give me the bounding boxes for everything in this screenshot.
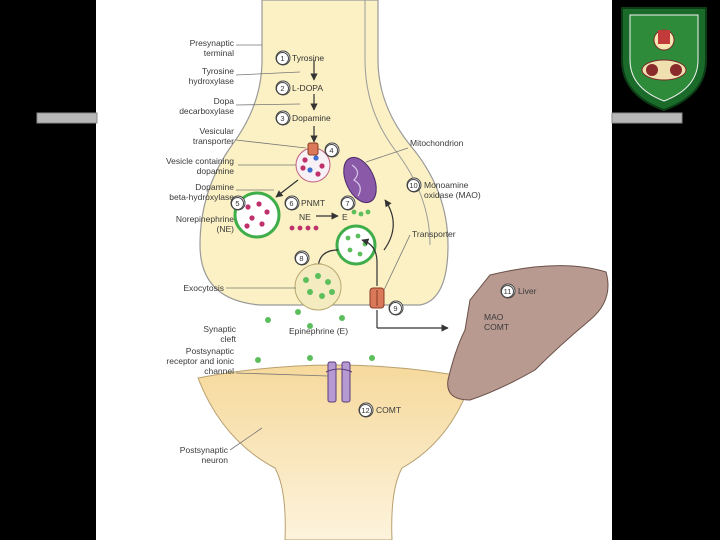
arrow-to-mao	[383, 199, 394, 251]
label-synaptic-cleft: Synaptic cleft	[203, 324, 236, 344]
dopamine-vesicle	[295, 142, 331, 183]
left-black-bar	[0, 0, 96, 540]
label-postsynaptic-neuron: Postsynaptic neuron	[179, 445, 228, 465]
label-tyrosine-hydroxylase: Tyrosine hydroxylase	[188, 66, 234, 86]
label-exocytosis: Exocytosis	[183, 283, 224, 293]
presynaptic-inner-membrane	[364, 0, 431, 246]
label-vesicular-transporter: Vesicular transporter	[192, 126, 234, 146]
mitochondrion-shape	[343, 156, 377, 204]
norepinephrine-vesicle	[233, 191, 281, 239]
reuptake-transporter	[369, 287, 385, 309]
left-gray-bar	[36, 112, 98, 124]
exocytosis-vesicle	[294, 263, 342, 311]
step-9: 9	[389, 302, 405, 315]
step-10: 10	[407, 179, 423, 192]
reuptake-arrow	[361, 238, 378, 286]
step-7: 7	[341, 197, 357, 210]
step-8: 8	[295, 252, 311, 265]
label-comt: COMT	[376, 405, 402, 415]
epinephrine-vesicle	[335, 224, 377, 266]
label-epinephrine: Epinephrine (E)	[289, 326, 349, 336]
label-transporter: Transporter	[412, 229, 456, 239]
label-postsynaptic-receptor: Postsynaptic receptor and ionic channel	[166, 346, 234, 376]
right-gray-bar	[611, 112, 683, 124]
university-logo	[621, 7, 707, 112]
arrow-4-5	[275, 179, 299, 198]
label-pnmt: PNMT	[301, 198, 326, 208]
ne-dots	[289, 225, 319, 231]
label-presynaptic-terminal: Presynaptic terminal	[189, 38, 234, 58]
label-dopamine-beta-hydroxylase: Dopamine beta-hydroxylase	[169, 182, 234, 202]
label-mao-comt-liver: MAO COMT	[484, 312, 510, 332]
step-12: 12	[359, 404, 375, 417]
liver-shape	[447, 265, 609, 401]
e-dots-cytoplasm	[351, 209, 371, 217]
label-vesicle-containing-dopamine: Vesicle containing dopamine	[165, 156, 234, 176]
postsynaptic-neuron	[197, 364, 473, 540]
label-dopa-decarboxylase: Dopa decarboxylase	[179, 96, 234, 116]
label-norepinephrine: Norepinephrine (NE)	[175, 214, 234, 234]
step-6: 6	[285, 197, 301, 210]
label-monoamine-oxidase: Monoamine oxidase (MAO)	[424, 180, 481, 200]
postsynaptic-receptor-channel	[325, 361, 353, 403]
label-mitochondrion: Mitochondrion	[410, 138, 464, 148]
step-4: 4	[325, 144, 341, 157]
label-ne: NE	[299, 212, 311, 222]
label-e: E	[342, 212, 348, 222]
step-5: 5	[231, 197, 247, 210]
label-liver: Liver	[518, 286, 537, 296]
synaptic-cleft-epinephrine	[255, 309, 375, 363]
vesicular-transporter	[307, 142, 319, 156]
step-11: 11	[501, 285, 517, 298]
leader-lines	[226, 44, 411, 451]
